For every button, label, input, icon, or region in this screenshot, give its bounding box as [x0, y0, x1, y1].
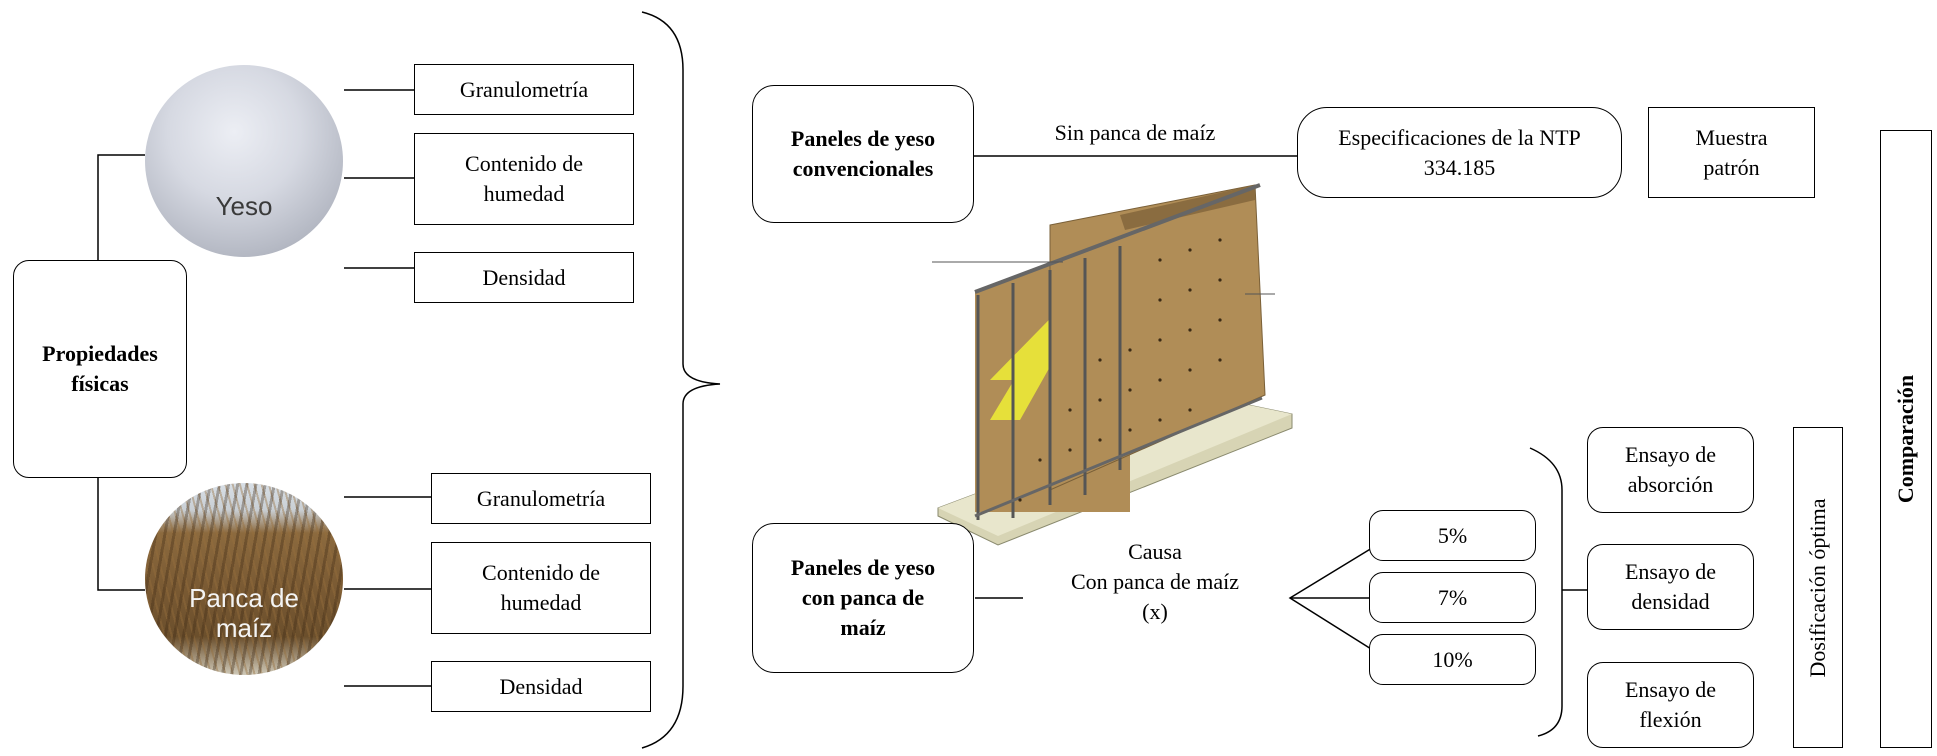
- conventional-panels-box: Paneles de yeso convencionales: [752, 85, 974, 223]
- corn-panels-box: Paneles de yeso con panca de maíz: [752, 523, 974, 673]
- with-corn-label: Con panca de maíz: [1071, 569, 1239, 594]
- density-test-box: Ensayo de densidad: [1587, 544, 1754, 630]
- percentage-5-box: 5%: [1369, 510, 1536, 561]
- corn-granulometry-box: Granulometría: [431, 473, 651, 524]
- flexion-test-box: Ensayo de flexión: [1587, 662, 1754, 748]
- physical-properties-box: Propiedades físicas: [13, 260, 187, 478]
- gypsum-image-label: Yeso: [215, 191, 273, 221]
- comparison-box: Comparación: [1880, 130, 1932, 748]
- comparison-label: Comparación: [1893, 374, 1918, 504]
- percentage-7-box: 7%: [1369, 572, 1536, 623]
- absorption-test-box: Ensayo de absorción: [1587, 427, 1754, 513]
- corn-moisture-box: Contenido de humedad: [431, 542, 651, 634]
- gypsum-image: Yeso: [145, 65, 343, 257]
- without-corn-label: Sin panca de maíz: [1054, 120, 1216, 145]
- percentage-10-box: 10%: [1369, 634, 1536, 685]
- gypsum-moisture-box: Contenido de humedad: [414, 133, 634, 225]
- variable-label: (x): [1142, 599, 1168, 624]
- optimal-dosage-box: Dosificación óptima: [1793, 427, 1843, 748]
- corn-husk-image: Panca de maíz: [145, 483, 343, 675]
- optimal-dosage-label: Dosificación óptima: [1805, 497, 1830, 678]
- wall-illustration: [932, 183, 1293, 546]
- corn-density-box: Densidad: [431, 661, 651, 712]
- cause-label: Causa: [1128, 539, 1182, 564]
- gypsum-density-box: Densidad: [414, 252, 634, 303]
- control-sample-box: Muestra patrón: [1648, 107, 1815, 198]
- gypsum-granulometry-box: Granulometría: [414, 64, 634, 115]
- ntp-spec-box: Especificaciones de la NTP 334.185: [1297, 107, 1622, 198]
- corn-husk-image-label: Panca de maíz: [189, 583, 299, 643]
